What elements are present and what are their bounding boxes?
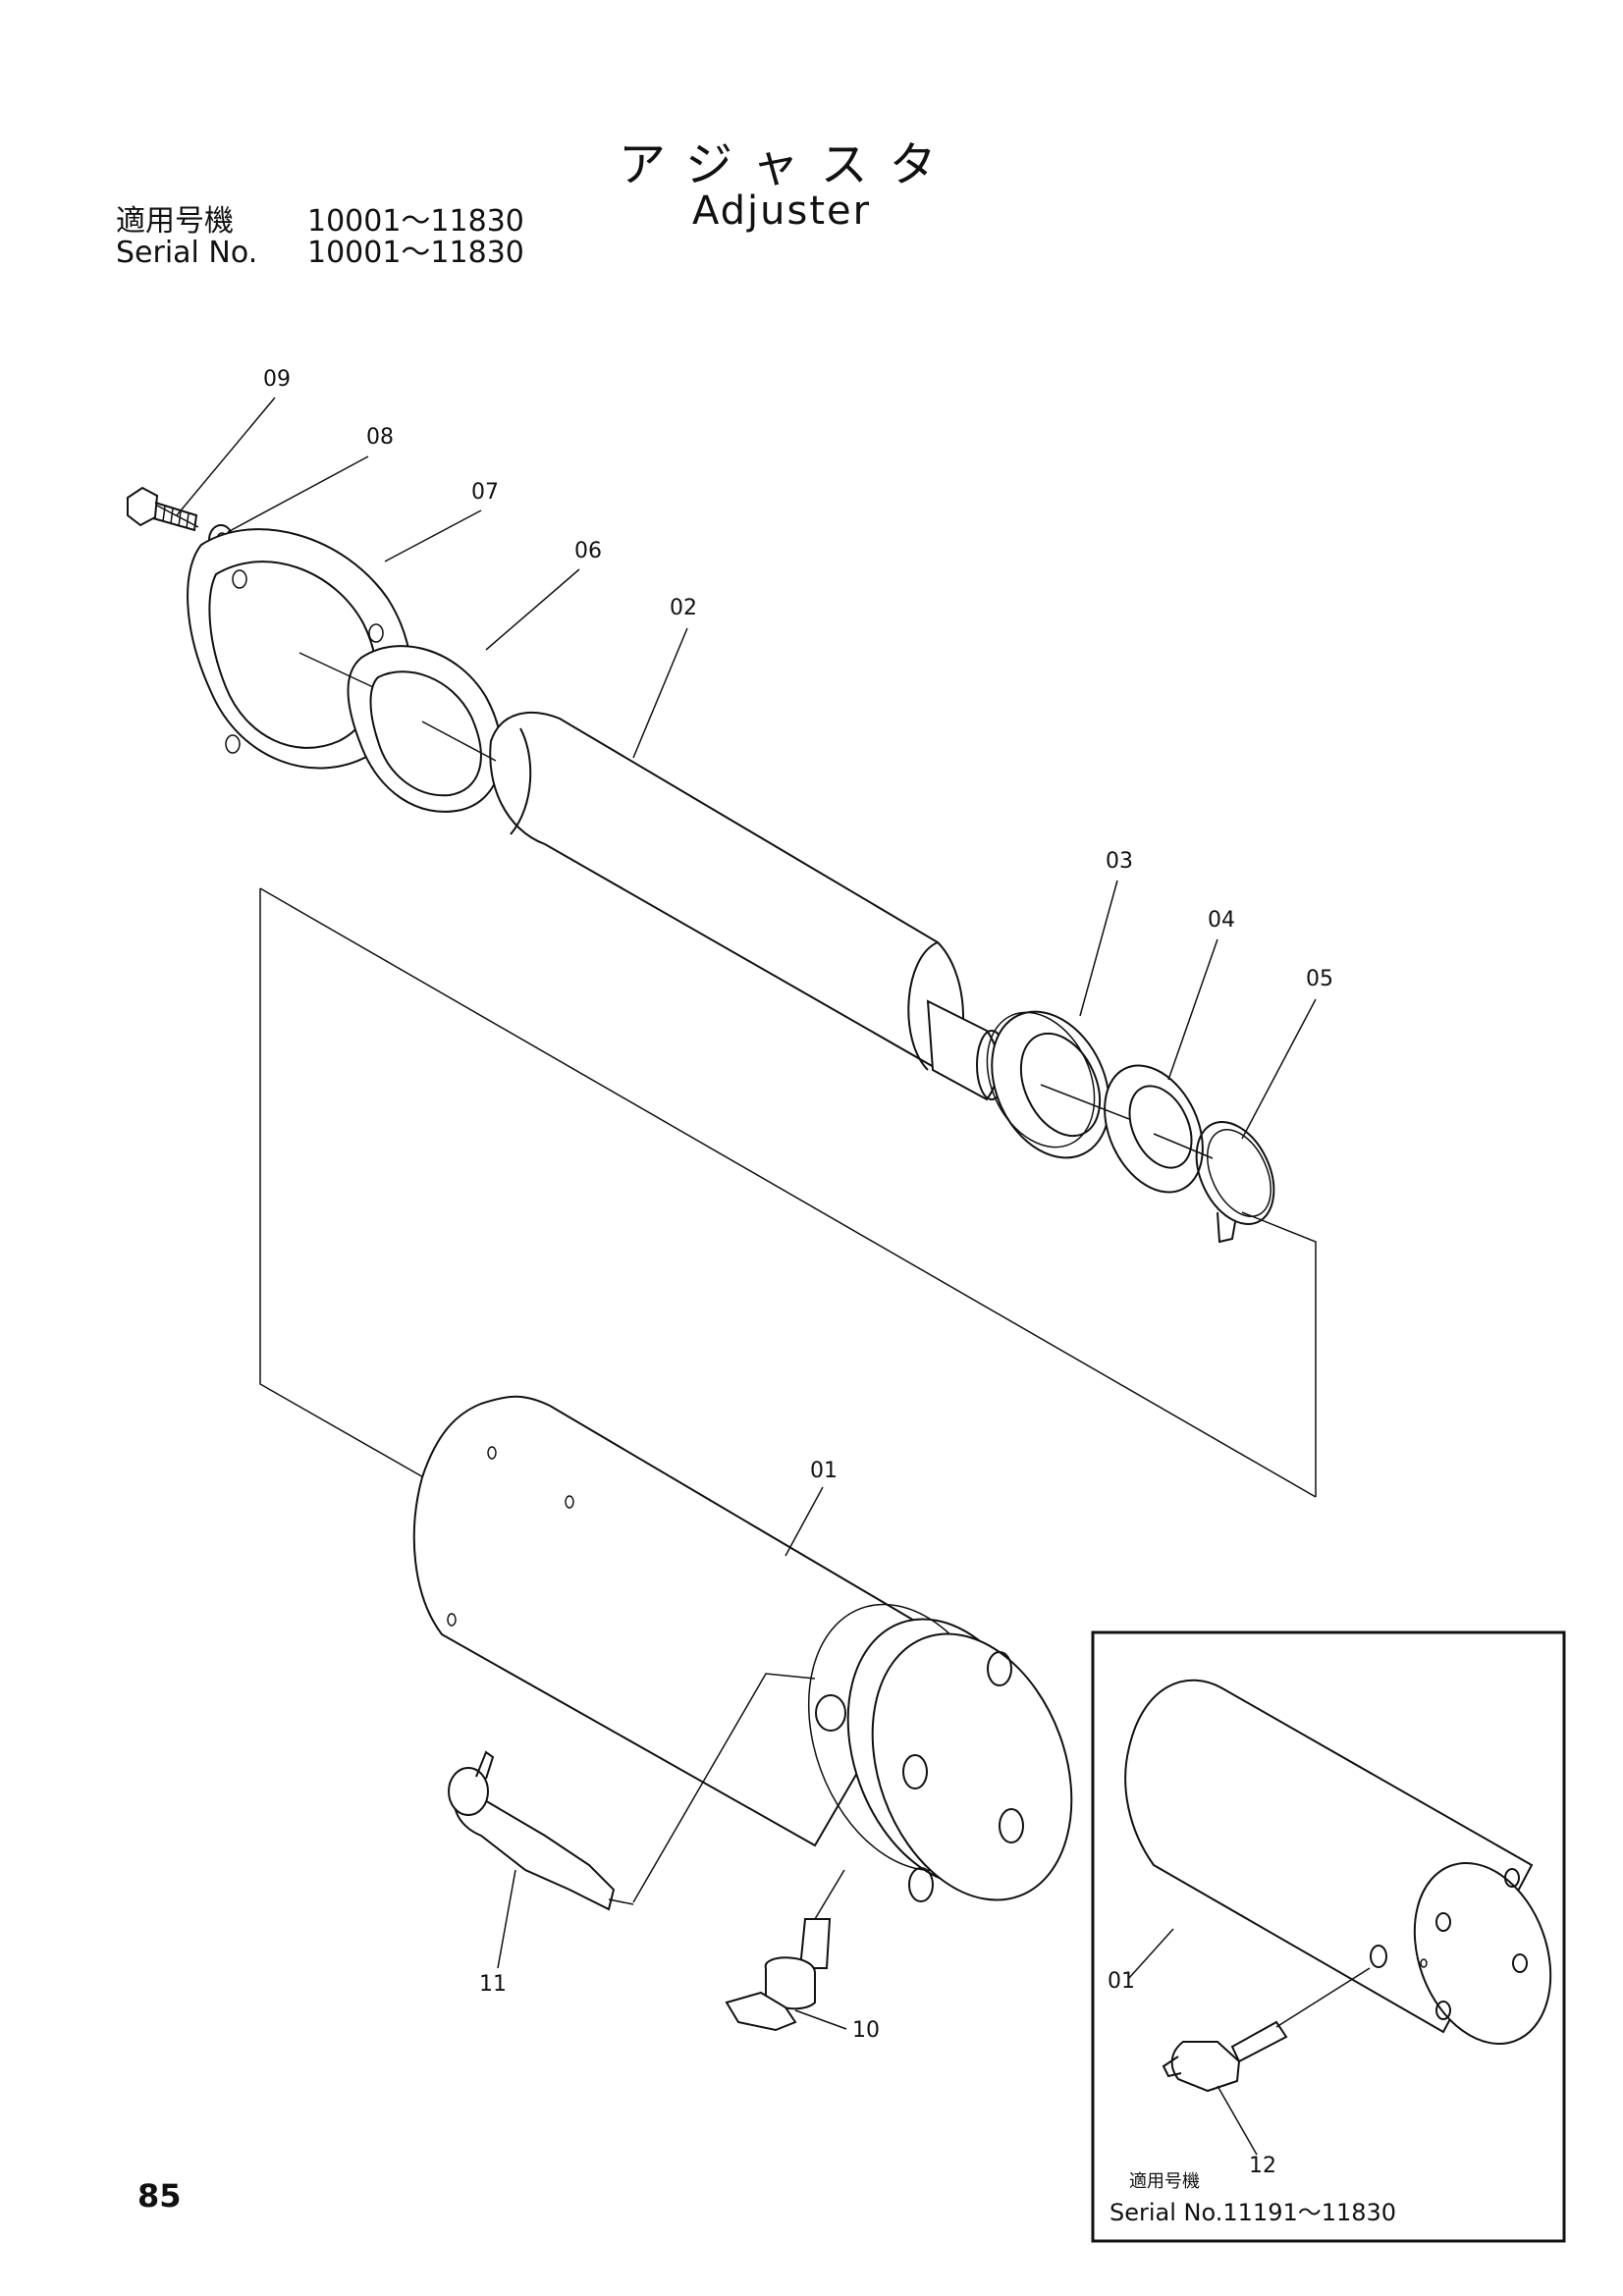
serial-row-jp: 適用号機 10001～11830 [116,206,524,238]
label-03: 03 [1106,849,1133,874]
serial-range-en: 10001～11830 [307,236,524,270]
part-11-valve [448,1673,816,1911]
inset-serial-label-jp: 適用号機 [1129,2171,1200,2192]
part-02-piston [489,712,1007,1101]
serial-range-jp: 10001～11830 [307,204,524,239]
serial-label-jp: 適用号機 [116,204,234,239]
label-06: 06 [574,539,602,563]
inset-serial-text: Serial No.11191～11830 [1109,2199,1396,2226]
inset-label-12: 12 [1249,2154,1276,2178]
label-07: 07 [471,480,499,505]
leader-lines [176,397,1317,2030]
label-11: 11 [479,1972,507,1997]
label-08: 08 [366,425,394,450]
title-english: Adjuster [692,188,872,234]
label-02: 02 [670,596,697,620]
title-japanese: アジャスタ [619,137,958,192]
label-01: 01 [810,1459,838,1483]
label-04: 04 [1208,908,1235,933]
inset-box [1091,1630,1566,2243]
part-01-body [412,1395,1073,1902]
part-09-bolt [127,486,198,532]
assembly-guide-lines [156,505,1317,1498]
part-04-ring [1104,1064,1204,1194]
part-10-plug [725,1869,845,2032]
part-03-seal [986,1010,1110,1159]
label-05: 05 [1306,967,1333,991]
part-05-snap-ring [1195,1121,1275,1244]
page-number: 85 [137,2177,182,2215]
serial-row-en: Serial No. 10001～11830 [116,238,524,269]
part-06-ring [347,645,503,813]
label-10: 10 [852,2018,880,2043]
label-09: 09 [263,367,291,392]
inset-label-01: 01 [1108,1969,1135,1994]
serial-info: 適用号機 10001～11830 Serial No. 10001～11830 [116,206,524,269]
serial-label-en: Serial No. [116,236,258,270]
